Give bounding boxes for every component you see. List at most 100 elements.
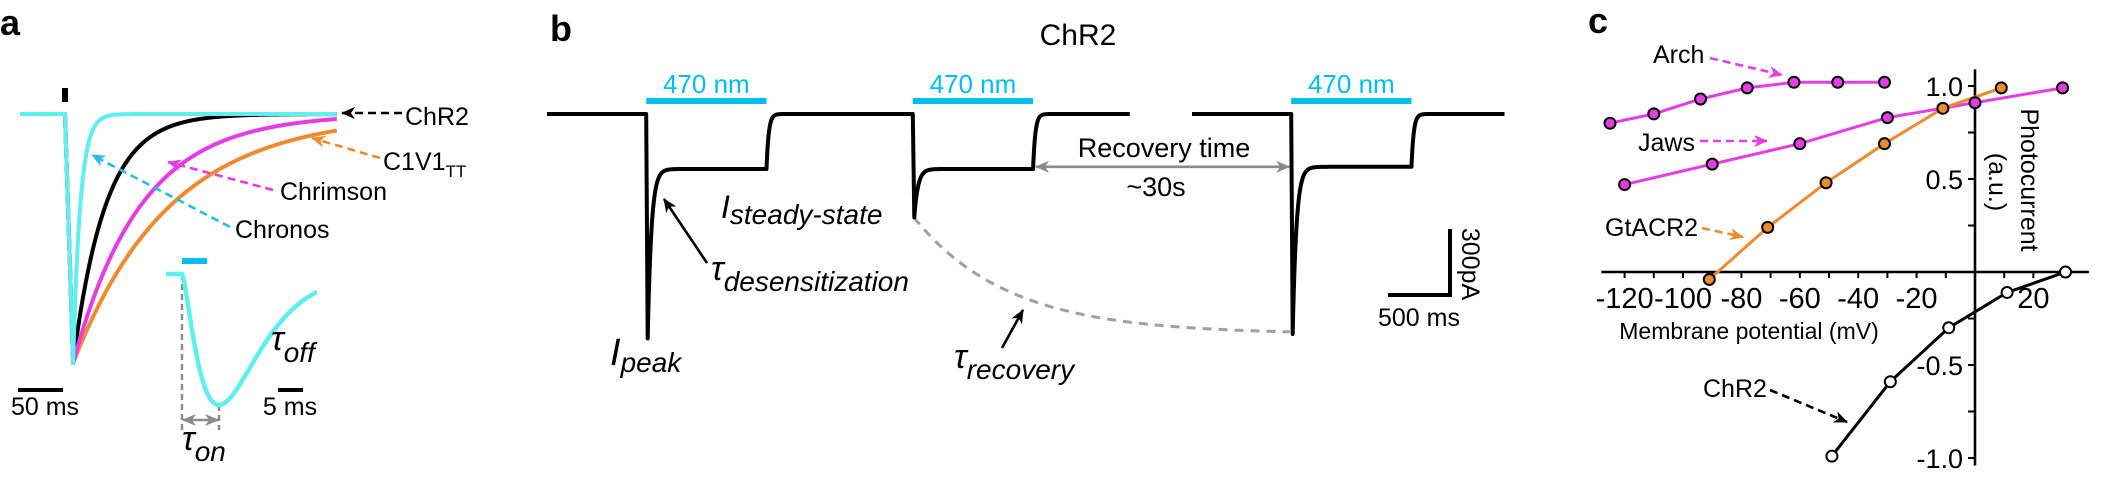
x-tick-label: -80: [1720, 283, 1762, 315]
x-tick-label: -100: [1654, 283, 1712, 315]
y-axis-label: Photocurrent: [2015, 108, 2043, 251]
i-steady-state-label: Isteady-state: [721, 189, 882, 230]
data-point-jaws: [1880, 111, 1894, 125]
y-tick-label: 1.0: [1925, 72, 1963, 102]
trace-segment: [1190, 112, 1507, 336]
panel-a-inset: [164, 258, 319, 430]
data-point-arch: [1694, 92, 1708, 106]
label-c1v1-main: C1V1: [383, 148, 446, 176]
stimulus-bar: [912, 98, 1034, 104]
stimulus-label: 470 nm: [663, 69, 750, 99]
trace-segment: [545, 112, 1132, 341]
label-gtacr2: GtACR2: [1605, 214, 1698, 242]
i-steady-symbol: I: [721, 189, 730, 225]
scale-bar-300pa-label: 300pA: [1456, 228, 1484, 301]
stimulus-bar: [1291, 98, 1412, 104]
tau-recovery-label: τrecovery: [954, 338, 1076, 385]
i-peak-sub: peak: [620, 347, 684, 378]
inset-trace-chronos: [164, 271, 319, 408]
data-point-gtacr2: [1877, 137, 1891, 151]
data-point-jaws: [2056, 81, 2070, 95]
panel-a-letter: a: [0, 2, 21, 43]
x-tick-label: -60: [1779, 283, 1821, 315]
data-point-gtacr2: [1994, 81, 2008, 95]
tau-desensitization-label: τdesensitization: [711, 250, 909, 297]
data-point-chr2: [2059, 265, 2073, 279]
stimulus-label: 470 nm: [930, 69, 1017, 99]
data-point-chr2: [1825, 449, 1839, 463]
inset-stimulus-bar: [182, 258, 207, 264]
tau-desens-sub: desensitization: [724, 266, 909, 297]
data-point-arch: [1877, 75, 1891, 89]
data-point-arch: [1787, 75, 1801, 89]
label-jaws: Jaws: [1638, 129, 1695, 157]
y-tick-label: 0.5: [1925, 165, 1963, 195]
tau-on-symbol: τ: [182, 420, 197, 458]
chr2-iv-arrow-icon: [1769, 388, 1848, 424]
x-tick-label: -40: [1837, 283, 1879, 315]
stimulus-label: 470 nm: [1308, 69, 1395, 99]
y-axis-units: (a.u.): [1983, 153, 2011, 211]
tau-recovery-sub: recovery: [967, 354, 1076, 385]
tau-on-sub: on: [195, 436, 226, 467]
data-point-jaws: [1705, 157, 1719, 171]
tau-off-label: τoff: [271, 320, 318, 368]
panel-c-letter: c: [1588, 0, 1608, 41]
data-point-arch: [1603, 116, 1617, 130]
panel-b-scale-bars: [1388, 229, 1452, 297]
data-point-arch: [1740, 81, 1754, 95]
label-chronos: Chronos: [235, 216, 330, 244]
tau-off-symbol: τ: [271, 320, 286, 358]
chrimson-arrow-icon: [167, 159, 274, 192]
data-point-arch: [1647, 107, 1661, 121]
series-line-gtacr2: [1708, 86, 2002, 281]
scale-bar-5ms-label: 5 ms: [263, 393, 317, 421]
trace-chronos: [18, 112, 339, 365]
recovery-tau-arrow-icon: [1000, 309, 1025, 349]
y-tick-label: -1.0: [1916, 444, 1963, 474]
label-c1v1tt: C1V1TT: [383, 148, 466, 181]
recovery-curve: [912, 216, 1290, 334]
x-axis-label: Membrane potential (mV): [1619, 318, 1879, 344]
data-point-gtacr2: [1936, 101, 1950, 115]
i-peak-symbol: I: [610, 332, 621, 374]
tau-desens-symbol: τ: [711, 250, 726, 288]
data-point-jaws: [1968, 96, 1982, 110]
tau-on-label: τon: [182, 420, 226, 467]
data-point-gtacr2: [1761, 220, 1775, 234]
recovery-annotation: [912, 160, 1291, 334]
i-peak-label: Ipeak: [610, 332, 683, 378]
stimulus-bars: 470 nm 470 nm 470 nm: [646, 69, 1412, 104]
c1v1tt-arrow-icon: [311, 135, 381, 160]
panel-c-plot: [1603, 75, 2073, 463]
panel-b-traces: [545, 112, 1507, 341]
series-line-jaws: [1624, 86, 2063, 187]
x-tick-label: -120: [1596, 283, 1654, 315]
i-steady-sub: steady-state: [730, 199, 883, 230]
scale-bar-50ms-label: 50 ms: [11, 393, 79, 421]
arch-arrow-icon: [1709, 56, 1783, 78]
tau-recovery-symbol: τ: [954, 338, 969, 376]
label-c1v1-sub: TT: [446, 162, 467, 181]
data-point-gtacr2: [1819, 176, 1833, 190]
stimulus-bar: [646, 98, 767, 104]
data-point-gtacr2: [1702, 272, 1716, 286]
panel-b-title: ChR2: [1040, 19, 1117, 52]
tau-off-sub: off: [284, 337, 318, 368]
label-arch: Arch: [1653, 41, 1704, 69]
recovery-interval-label: ~30s: [1126, 172, 1185, 202]
gtacr2-arrow-icon: [1701, 226, 1744, 241]
y-tick-label: -0.5: [1916, 351, 1963, 381]
label-chr2: ChR2: [405, 103, 469, 131]
data-point-arch: [1831, 75, 1845, 89]
data-point-jaws: [1793, 137, 1807, 151]
recovery-time-label: Recovery time: [1078, 133, 1251, 163]
stimulus-marker: [62, 88, 68, 102]
data-point-chr2: [1942, 321, 1956, 335]
label-chrimson: Chrimson: [280, 178, 387, 206]
scale-bar-500ms-label: 500 ms: [1378, 304, 1460, 332]
